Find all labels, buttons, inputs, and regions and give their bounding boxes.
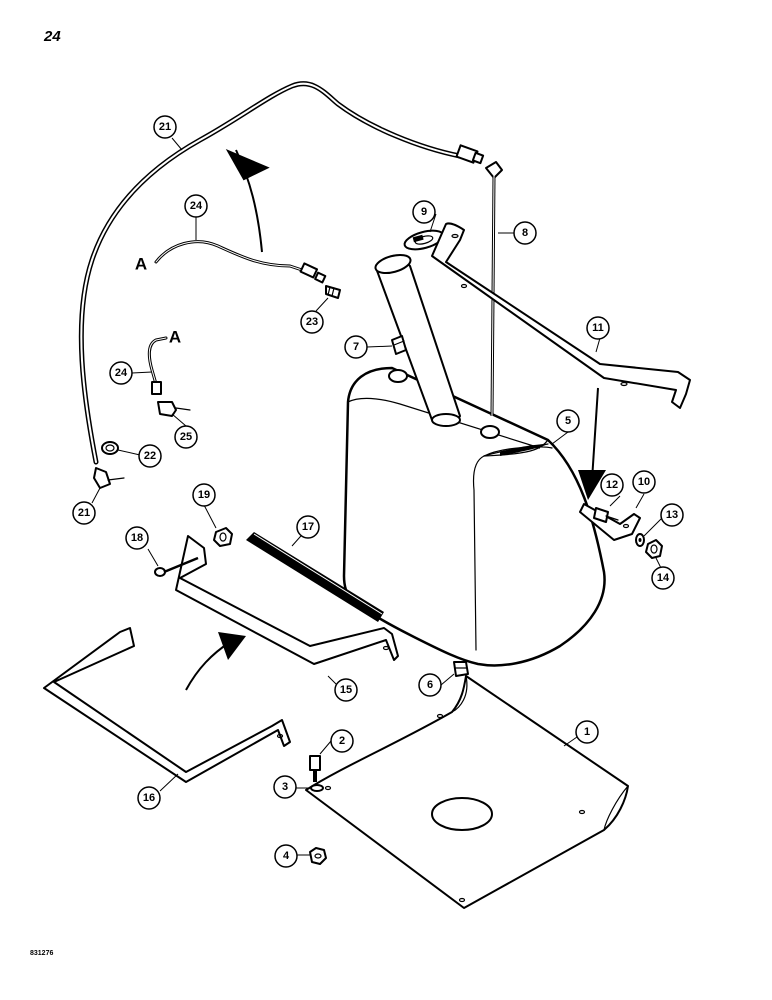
filler-cap-9 (403, 229, 445, 251)
callout-18: 18 (125, 526, 149, 550)
callout-24-lower: 24 (109, 361, 133, 385)
callout-20: 21 (153, 115, 177, 139)
callout-25: 25 (174, 425, 198, 449)
callout-22: 22 (138, 444, 162, 468)
reference-letter-a-upper: A (135, 255, 147, 274)
drawing-number: 831276 (30, 950, 54, 957)
callout-4: 4 (274, 844, 298, 868)
svg-text:17: 17 (302, 521, 314, 533)
tank-strap-15 (175, 535, 399, 665)
callout-14: 14 (651, 566, 675, 590)
callout-10: 10 (632, 470, 656, 494)
callout-9: 9 (412, 200, 436, 224)
svg-text:1: 1 (584, 726, 590, 738)
elbow-25 (157, 401, 191, 417)
svg-text:16: 16 (143, 792, 155, 804)
callout-8: 8 (513, 221, 537, 245)
svg-text:21: 21 (78, 507, 90, 519)
callout-17: 17 (296, 515, 320, 539)
svg-text:14: 14 (657, 572, 670, 584)
svg-text:23: 23 (306, 316, 318, 328)
svg-text:6: 6 (427, 679, 433, 691)
callout-19: 19 (192, 483, 216, 507)
svg-text:5: 5 (565, 415, 571, 427)
callout-21: 21 (72, 501, 96, 525)
drain-plug-6 (453, 661, 469, 677)
connector-23 (325, 285, 341, 299)
fuel-line-upper (154, 240, 327, 284)
svg-text:19: 19 (198, 489, 210, 501)
tank-strap-11 (431, 222, 691, 409)
svg-text:10: 10 (638, 476, 650, 488)
svg-text:24: 24 (115, 367, 128, 379)
svg-text:4: 4 (283, 850, 290, 862)
washer-13 (635, 533, 645, 547)
callout-3: 3 (273, 775, 297, 799)
rubber-pad-17 (246, 532, 384, 622)
callout-6: 6 (418, 673, 442, 697)
assembly-arrow-hose (225, 148, 270, 253)
callout-23: 23 (300, 310, 324, 334)
svg-text:22: 22 (144, 450, 156, 462)
guard-plate-1 (305, 675, 629, 909)
callout-7: 7 (344, 335, 368, 359)
callout-24-upper: 24 (184, 194, 208, 218)
fuel-hose (78, 81, 485, 465)
clamp-22 (101, 441, 119, 455)
fuel-tank (342, 253, 606, 667)
svg-text:11: 11 (592, 322, 604, 334)
callout-1: 1 (575, 720, 599, 744)
bolt-2 (309, 755, 321, 782)
assembly-arrow-strap (185, 632, 246, 691)
svg-text:7: 7 (353, 341, 359, 353)
nut-19 (213, 527, 233, 547)
callout-12: 12 (600, 473, 624, 497)
svg-text:15: 15 (340, 684, 352, 696)
svg-text:2: 2 (339, 735, 345, 747)
callout-13: 13 (660, 503, 684, 527)
fuel-line-lower (147, 336, 168, 395)
callout-16: 16 (137, 786, 161, 810)
plug-7 (391, 335, 407, 355)
assembly-arrow-bracket (578, 387, 606, 500)
leader-lines (91, 137, 665, 856)
bolt-18 (154, 556, 199, 577)
svg-text:24: 24 (190, 200, 203, 212)
bolt-12 (593, 507, 619, 523)
tank-strap-16 (43, 627, 291, 783)
washer-3 (310, 784, 324, 792)
svg-text:12: 12 (606, 479, 618, 491)
svg-text:9: 9 (421, 206, 427, 218)
reference-letter-a-lower: A (169, 328, 181, 347)
callout-15: 15 (334, 678, 358, 702)
svg-text:18: 18 (131, 532, 143, 544)
svg-text:3: 3 (282, 781, 288, 793)
nut-14 (645, 539, 663, 559)
page-number: 24 (44, 28, 61, 45)
callout-5: 5 (556, 409, 580, 433)
callout-2: 2 (330, 729, 354, 753)
svg-text:13: 13 (666, 509, 678, 521)
svg-text:8: 8 (522, 227, 528, 239)
svg-text:25: 25 (180, 431, 192, 443)
elbow-21 (93, 467, 125, 489)
svg-text:21: 21 (159, 121, 171, 133)
nut-4 (309, 847, 327, 865)
callout-11: 11 (586, 316, 610, 340)
